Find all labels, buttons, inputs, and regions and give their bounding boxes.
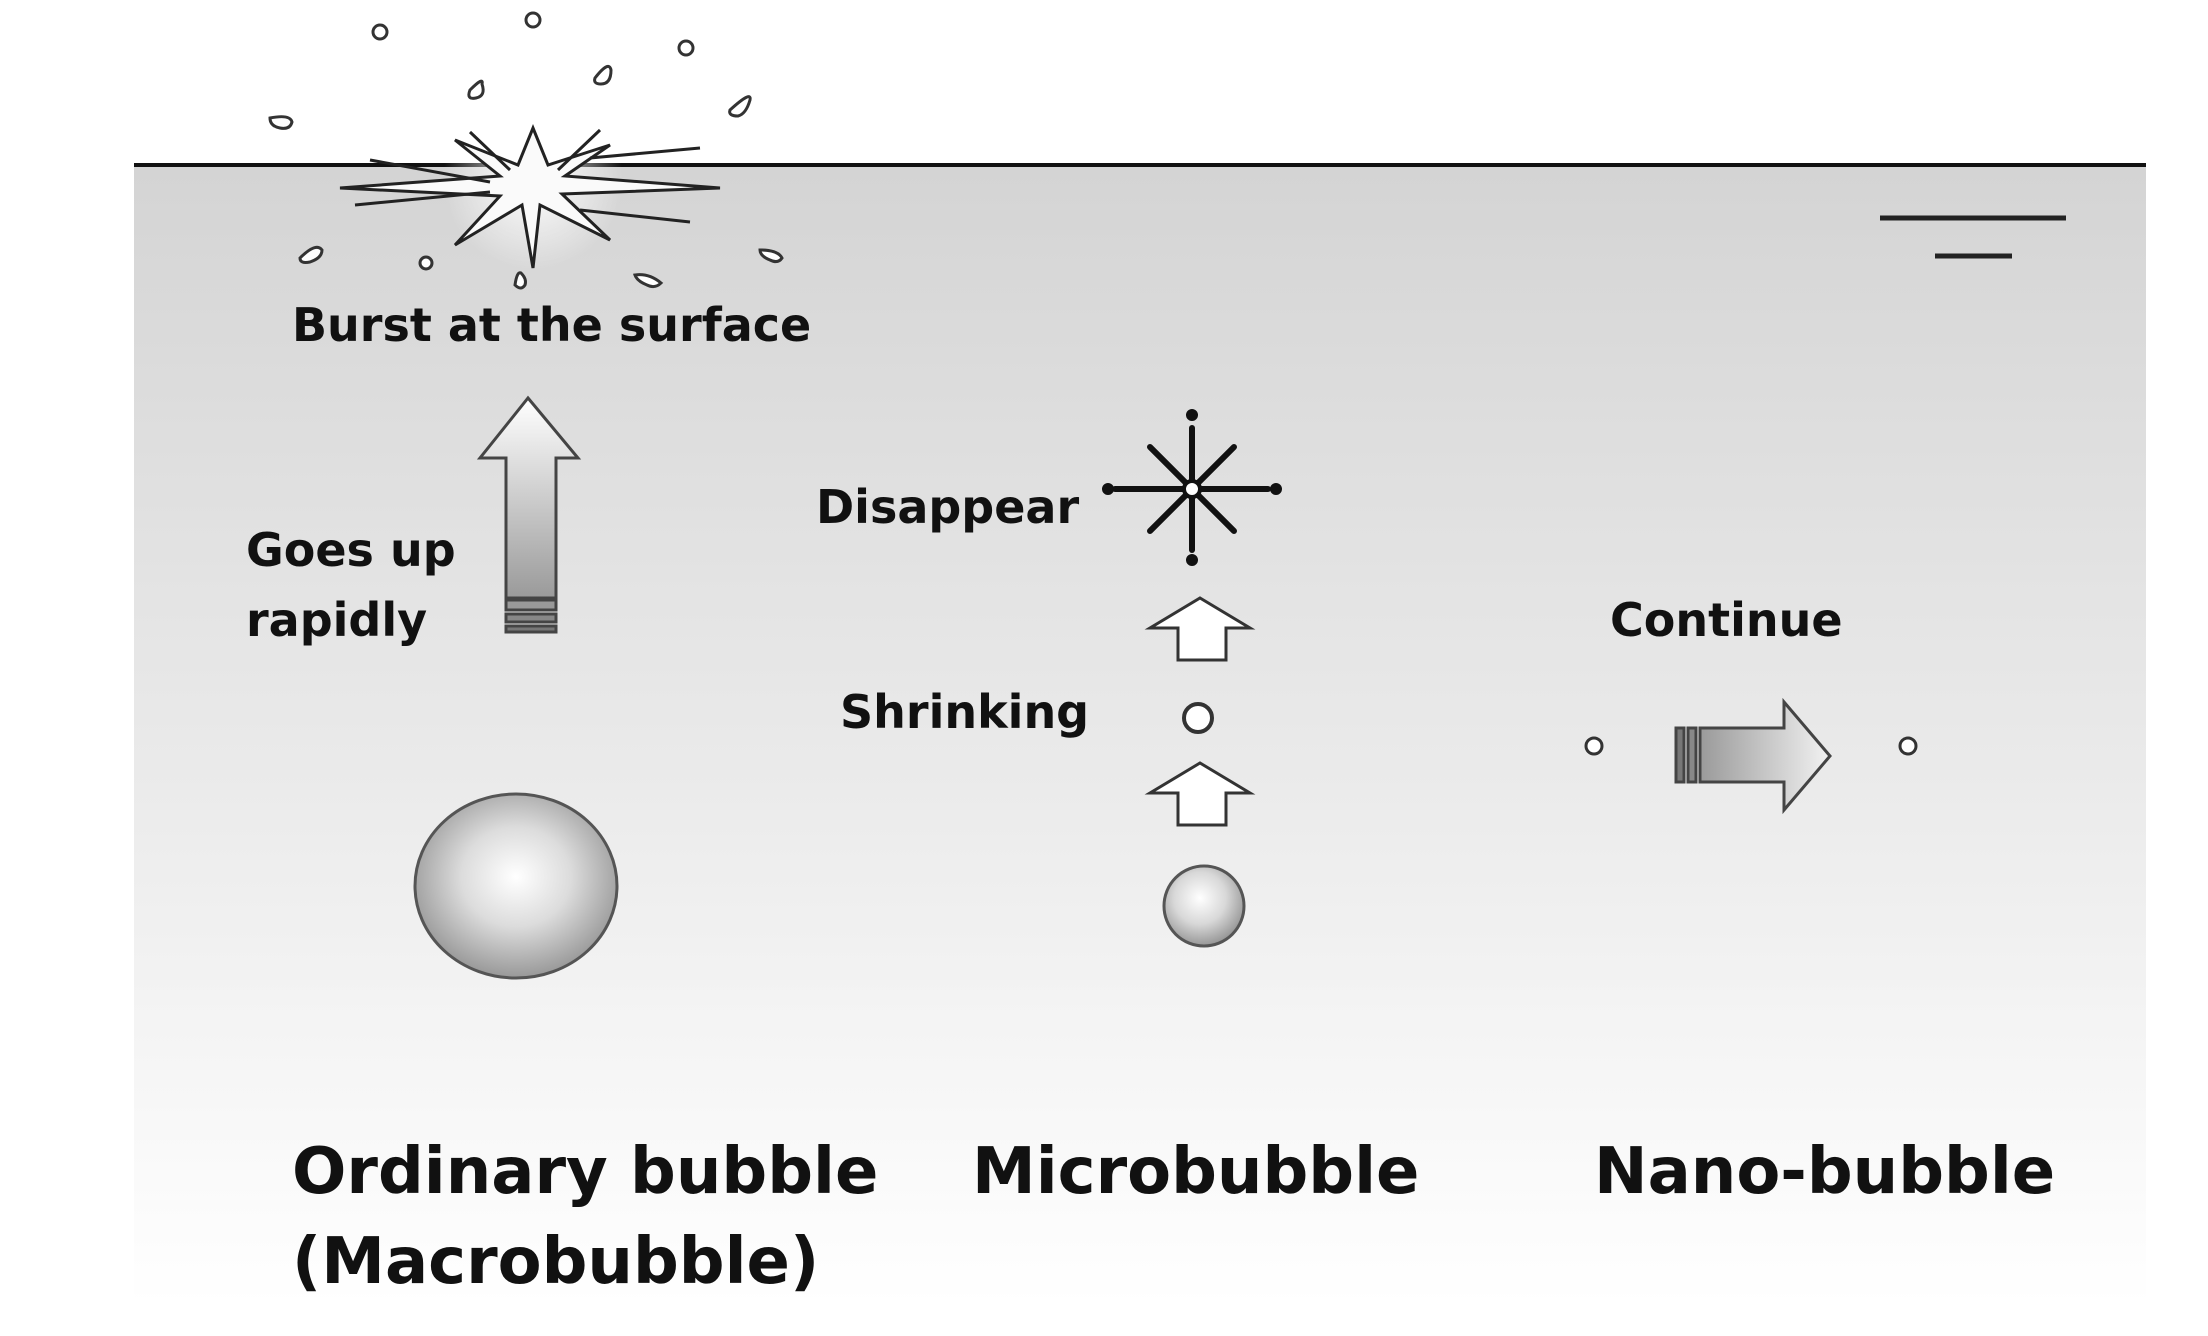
up-arrow-icon [1144, 761, 1256, 827]
nano-bubble-title: Nano-bubble [1594, 1135, 2056, 1209]
spray-droplets [268, 11, 784, 290]
disappear-label: Disappear [816, 480, 1080, 534]
nano-bubble [1584, 736, 1604, 756]
shrinking-label: Shrinking [840, 685, 1090, 739]
goes-up-label-line2: rapidly [246, 593, 428, 647]
up-arrow-icon [476, 395, 582, 634]
shrinking-bubble [1182, 702, 1214, 734]
microbubble [1162, 864, 1246, 948]
macrobubble-subtitle: (Macrobubble) [292, 1225, 820, 1299]
macrobubble [413, 792, 619, 980]
nano-bubble [1898, 736, 1918, 756]
right-arrow-icon [1674, 697, 1832, 815]
continue-label: Continue [1610, 593, 1843, 647]
ordinary-bubble-title: Ordinary bubble [292, 1135, 879, 1209]
sparkle-icon [1102, 409, 1282, 566]
goes-up-label-line1: Goes up [246, 523, 456, 577]
starburst-icon [339, 90, 721, 270]
microbubble-title: Microbubble [972, 1135, 1420, 1209]
water-level-icon [1880, 215, 2066, 259]
burst-label: Burst at the surface [292, 298, 812, 352]
up-arrow-icon [1144, 596, 1256, 662]
